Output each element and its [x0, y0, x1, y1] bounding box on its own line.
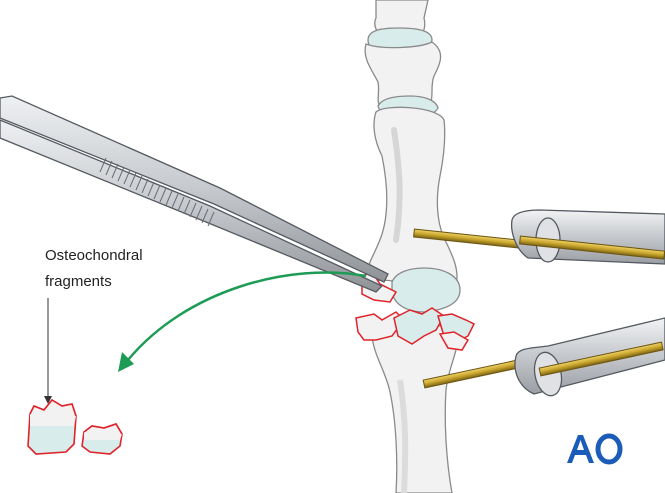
ao-logo [567, 433, 623, 465]
metacarpal-shading [397, 379, 409, 493]
leader-line-icon [44, 298, 52, 404]
fragments-label-line2: fragments [45, 273, 112, 290]
curved-arrow-icon [118, 271, 367, 372]
middle-phalanx [364, 41, 442, 109]
metacarpal [371, 321, 459, 493]
forceps-grip [99, 157, 215, 227]
forceps-lower-arm [0, 119, 384, 293]
forceps-icon [0, 95, 389, 293]
k-wire-icon [413, 209, 665, 397]
finger-bones [364, 0, 461, 493]
fracture-fragment [438, 331, 470, 351]
proximal-phalanx [368, 106, 458, 287]
forceps-upper-arm [0, 95, 389, 283]
joint-fracture-fragments [355, 271, 476, 351]
bone-shading [391, 127, 403, 243]
phalanx-head-cartilage [391, 267, 461, 313]
removed-fragments [27, 398, 123, 455]
fragments-label-line1: Osteochondral [45, 247, 143, 264]
